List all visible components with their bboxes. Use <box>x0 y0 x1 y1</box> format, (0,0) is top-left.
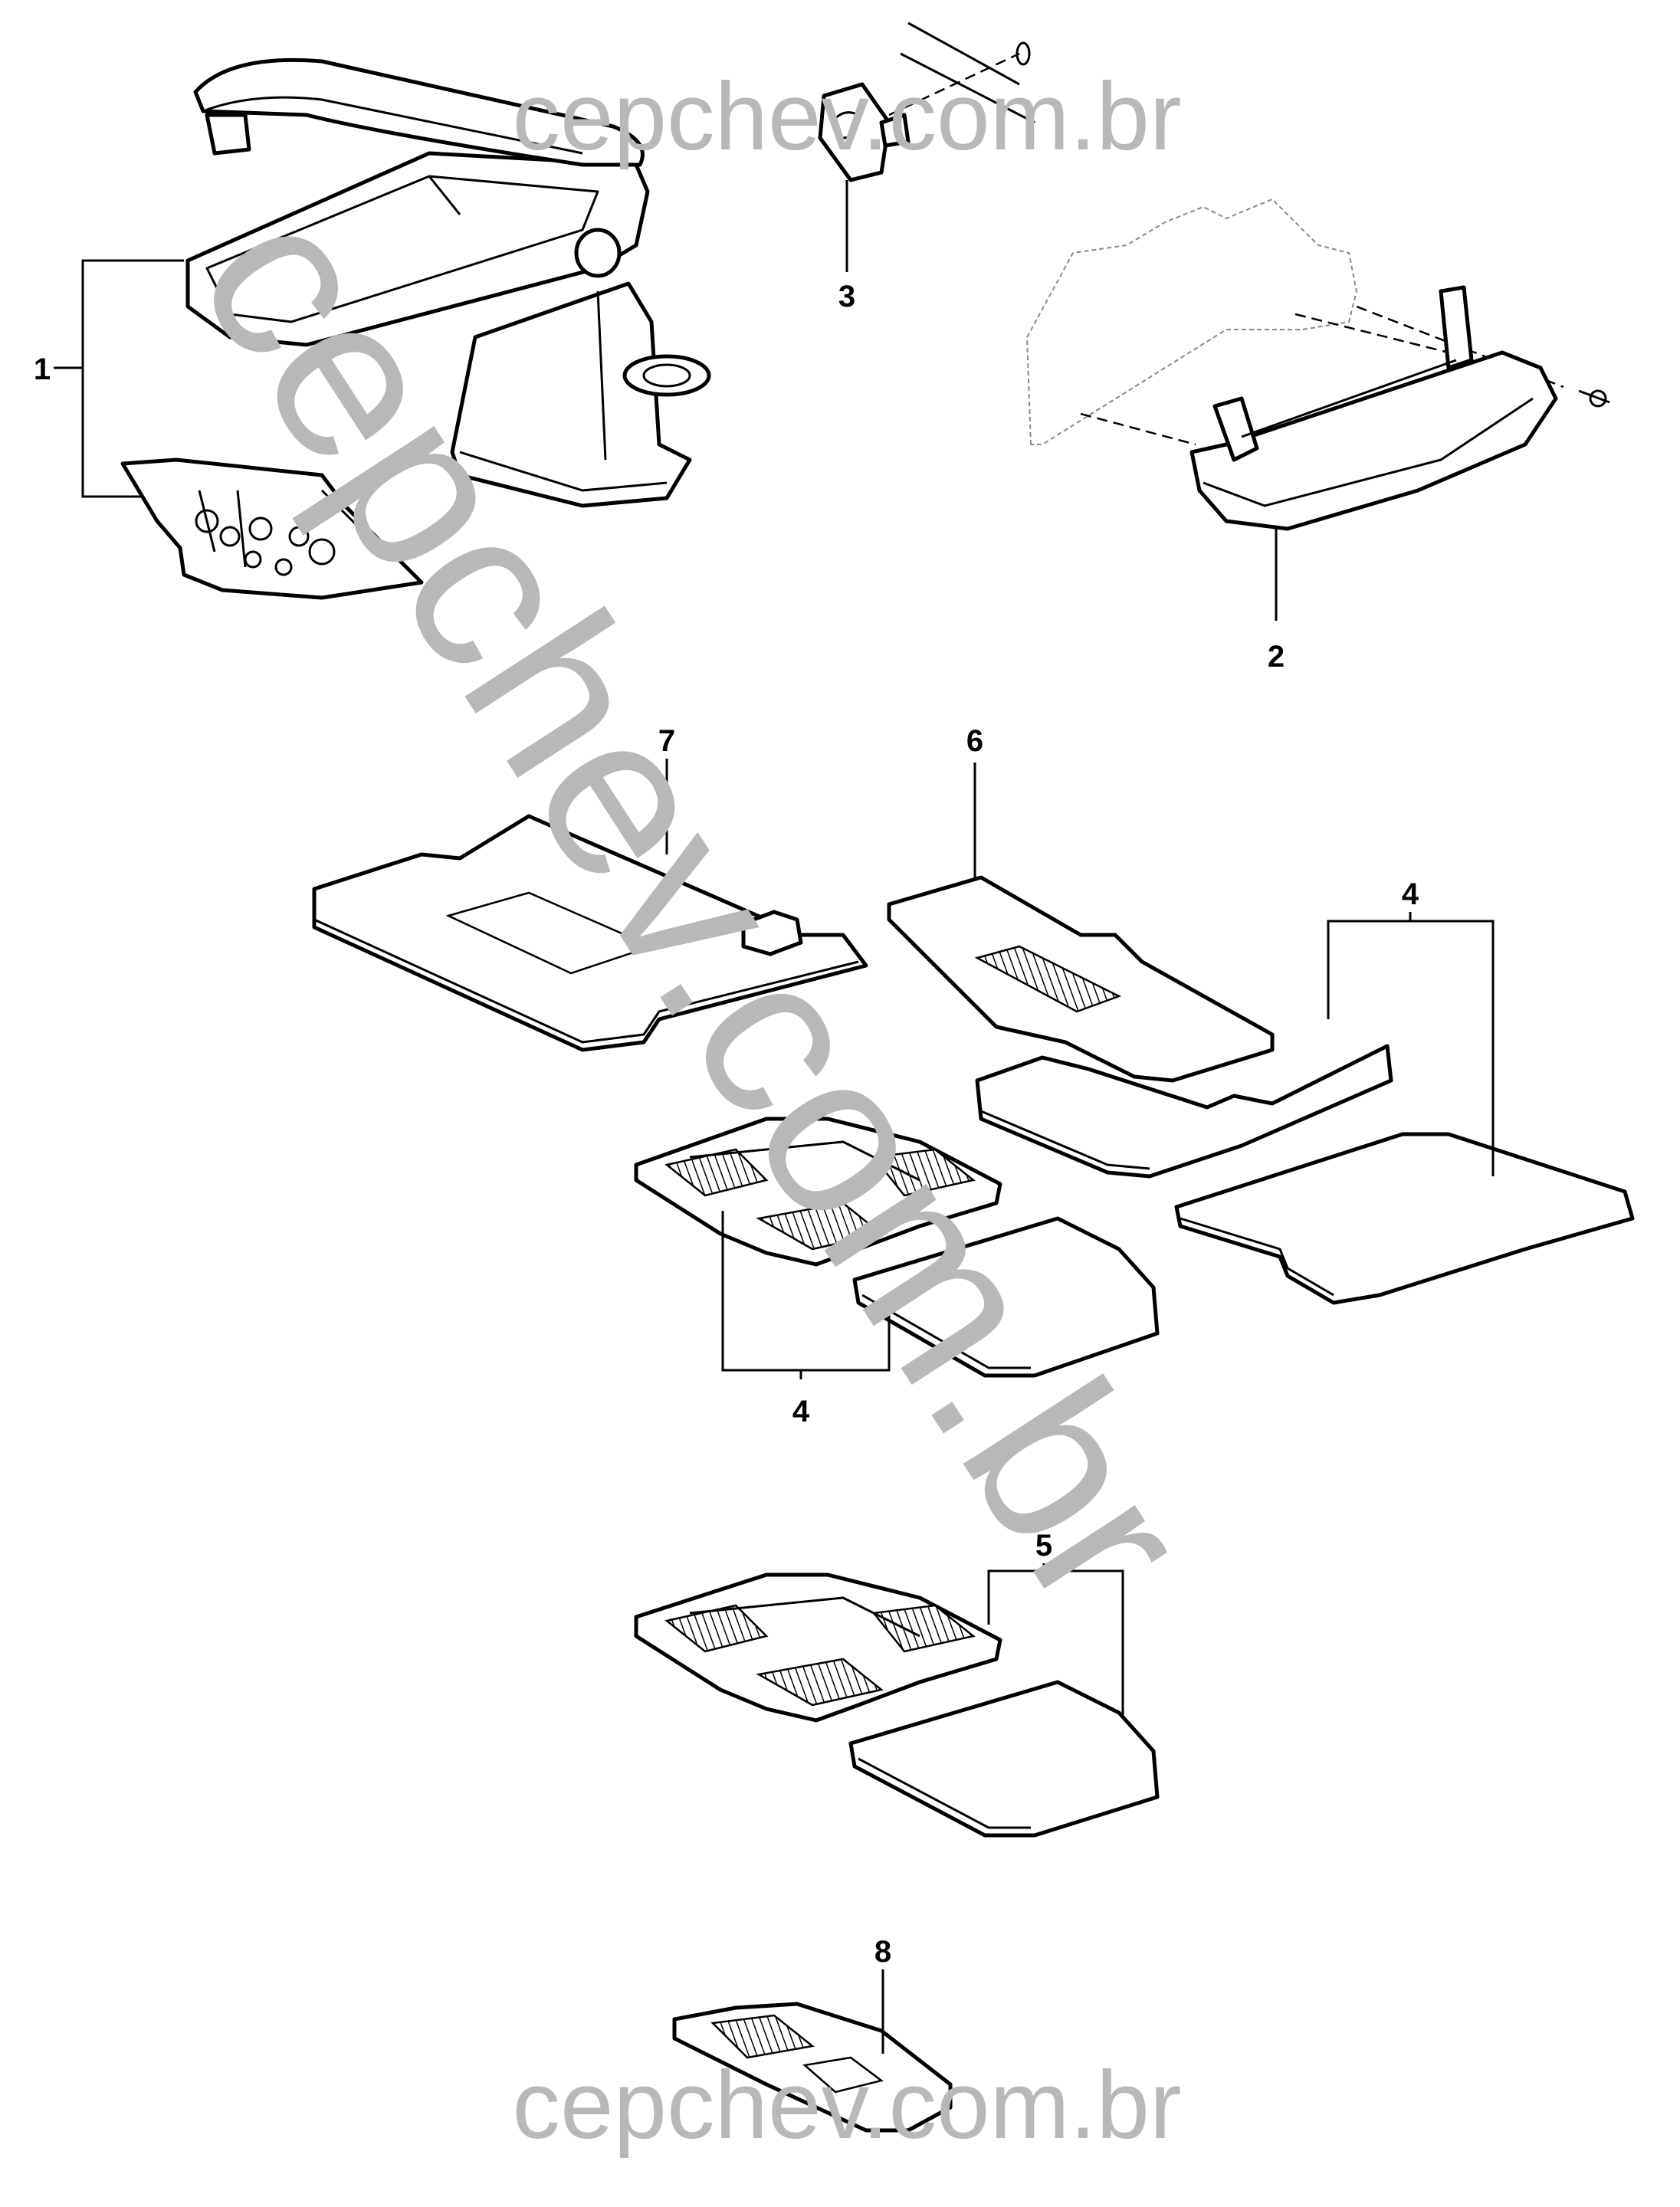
callout-4-top: 4 <box>1402 877 1419 911</box>
retaining-clip <box>818 21 1035 182</box>
watermark-bottom: cepchev.com.br <box>512 2052 1181 2159</box>
callout-2: 2 <box>1268 640 1285 674</box>
callout-1-leader <box>54 259 184 498</box>
sunglass-holder <box>1025 198 1610 531</box>
callout-5: 5 <box>1035 1529 1052 1563</box>
callout-6: 6 <box>966 724 983 758</box>
small-floor-mat <box>672 2002 953 2133</box>
hardware-kit <box>120 457 424 600</box>
carpet-mats-set <box>975 1044 1635 1305</box>
rubber-mats-set-5 <box>634 1572 1160 1838</box>
callout-8: 8 <box>874 1935 891 1969</box>
watermark-top: cepchev.com.br <box>512 64 1181 170</box>
callout-7: 7 <box>658 724 675 758</box>
callout-4-bottom: 4 <box>792 1395 810 1428</box>
armrest-console <box>185 57 711 508</box>
runner-mat <box>887 875 1275 1083</box>
rubber-mats-set <box>634 1117 1160 1378</box>
trunk-mat <box>312 814 868 1052</box>
callout-5-leader <box>987 1569 1124 1717</box>
callout-3: 3 <box>838 280 855 313</box>
callout-1: 1 <box>34 353 51 386</box>
callout-4-bottom-leader <box>721 1211 891 1372</box>
